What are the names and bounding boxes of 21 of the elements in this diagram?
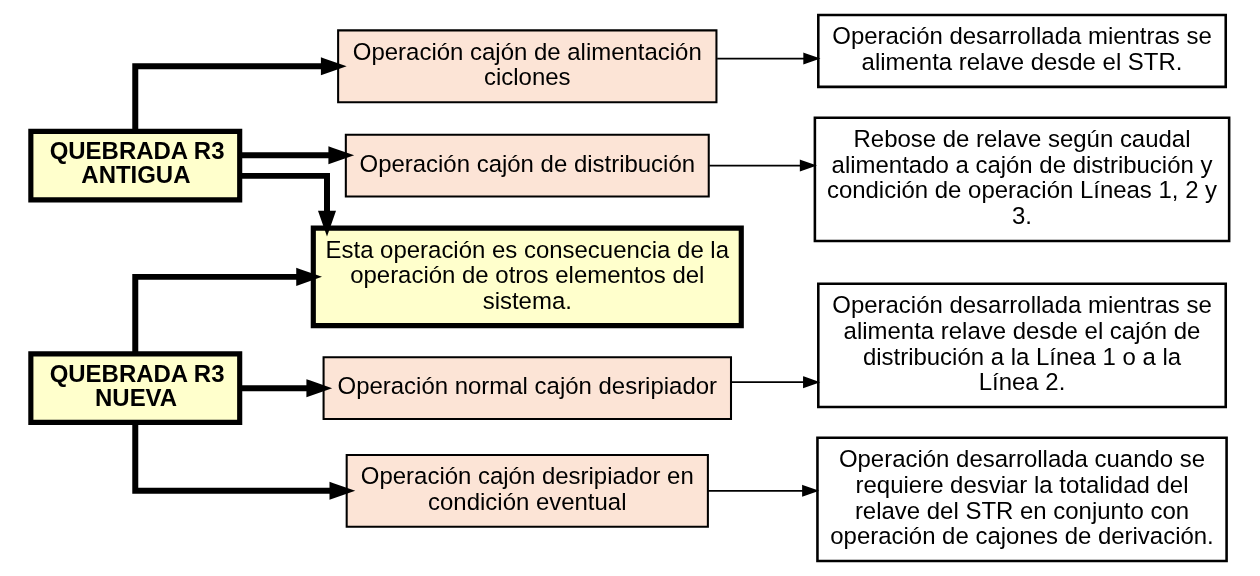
node-box: Operación desarrollada mientras se alimenta relave desde el STR. <box>817 13 1227 89</box>
arrow <box>132 267 322 354</box>
arrow <box>707 484 820 497</box>
arrow <box>716 52 821 65</box>
arrow <box>240 172 336 237</box>
node-box: Operación desarrollada cuando se requiere desviar la totalidad del relave del STR en conjunto con operación de cajones de derivación. <box>816 436 1228 563</box>
node-box: Operación cajón de distribución <box>344 133 710 198</box>
arrow <box>132 57 347 131</box>
arrow <box>132 422 356 500</box>
node-box: Esta operación es consecuencia de la operación de otros elementos del sistema. <box>310 225 744 329</box>
node-box: Operación desarrollada mientras se alimenta relave desde el cajón de distribución a la Línea 1 o a la Línea 2. <box>817 282 1227 409</box>
arrow <box>708 159 817 172</box>
arrow <box>730 376 821 389</box>
arrow <box>239 379 333 398</box>
node-box: Operación cajón de alimentación ciclones <box>337 29 718 104</box>
arrow <box>239 146 355 165</box>
node-box: Rebose de relave según caudal alimentado a cajón de distribución y condición de operación Líneas 1, 2 y 3. <box>813 116 1231 243</box>
node-box: QUEBRADA R3 NUEVA <box>28 351 243 425</box>
node-box: QUEBRADA R3 ANTIGUA <box>28 128 243 203</box>
node-box: Operación cajón desripiador en condición eventual <box>345 453 709 528</box>
node-box: Operación normal cajón desripiador <box>322 356 733 420</box>
